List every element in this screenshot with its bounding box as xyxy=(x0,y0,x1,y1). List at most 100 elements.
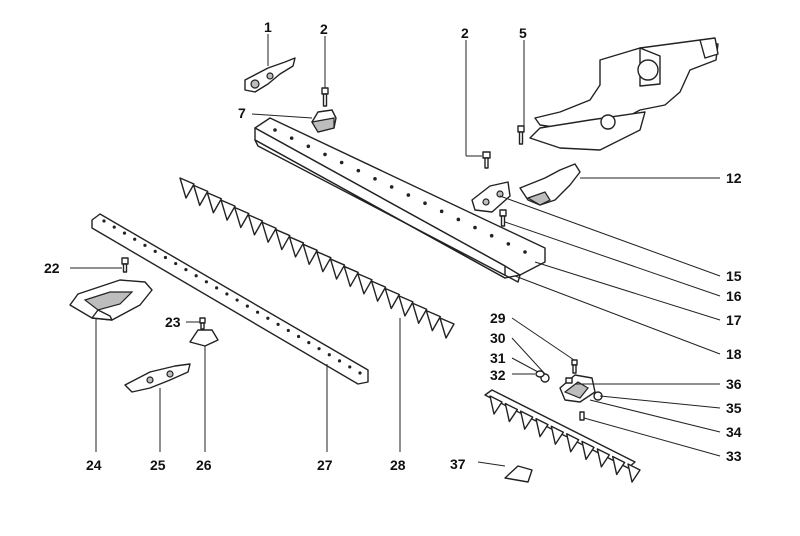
part-28-knife-sections xyxy=(179,177,455,339)
bar-hole xyxy=(339,160,344,165)
part-12-bracket xyxy=(519,163,581,206)
knife-tooth xyxy=(261,221,277,243)
knife-tooth xyxy=(411,302,428,324)
knife-back-hole xyxy=(358,371,362,375)
callout-34: 34 xyxy=(726,424,742,440)
part-26-section xyxy=(189,329,219,347)
knife-tooth xyxy=(357,273,373,295)
part-25-clip xyxy=(124,363,191,393)
bar-hole xyxy=(406,193,411,197)
drive-housing xyxy=(529,37,719,151)
knife-tooth xyxy=(439,317,455,339)
knife-back-hole xyxy=(266,316,270,320)
bar-hole xyxy=(489,233,494,238)
callout-32: 32 xyxy=(490,367,506,383)
callout-16: 16 xyxy=(726,288,742,304)
knife-back-hole xyxy=(102,219,106,223)
callout-1: 1 xyxy=(264,19,272,35)
callout-28: 28 xyxy=(390,457,406,473)
knife-back-hole xyxy=(122,231,127,235)
part-37-knife xyxy=(484,389,641,483)
callout-12: 12 xyxy=(726,170,742,186)
head-plate xyxy=(471,181,511,227)
knife-37-tooth xyxy=(535,417,549,438)
knife-back-hole xyxy=(163,255,168,260)
knife-back-hole xyxy=(143,243,147,247)
knife-back-hole xyxy=(153,249,157,253)
bar-hole xyxy=(473,225,477,230)
knife-back-hole xyxy=(204,280,208,284)
callout-24: 24 xyxy=(86,457,102,473)
knife-tooth xyxy=(179,177,195,199)
knife-tooth xyxy=(220,199,236,221)
callout-2-right: 2 xyxy=(461,25,469,41)
knife-back-hole xyxy=(215,286,219,290)
knife-37-tooth xyxy=(504,402,519,423)
part-2-bolt-left xyxy=(321,87,329,107)
callout-27: 27 xyxy=(317,457,333,473)
knife-tooth xyxy=(425,309,442,332)
knife-37-tooth xyxy=(581,440,595,461)
callout-33: 33 xyxy=(726,448,742,464)
part-2-bolt-right xyxy=(482,151,491,169)
cutter-bar xyxy=(254,117,546,283)
knife-back-hole xyxy=(286,328,290,333)
knife-back-hole xyxy=(112,225,116,229)
callout-37: 37 xyxy=(450,456,466,472)
knife-37-tooth xyxy=(627,463,641,483)
knife-back-hole xyxy=(296,334,301,339)
callout-23: 23 xyxy=(165,314,181,330)
part-7-block xyxy=(311,109,337,133)
bar-hole xyxy=(523,250,527,254)
knife-back-hole xyxy=(317,347,321,351)
bar-hole xyxy=(273,128,277,132)
callout-31: 31 xyxy=(490,350,506,366)
bar-hole xyxy=(439,209,444,214)
bar-hole xyxy=(323,152,327,157)
knife-tooth xyxy=(343,265,359,288)
knife-back-hole xyxy=(245,304,249,308)
knife-back-hole xyxy=(194,274,198,278)
callout-7: 7 xyxy=(238,105,246,121)
bar-hole xyxy=(389,185,394,189)
knife-tooth xyxy=(316,250,332,273)
bar-hole xyxy=(456,217,461,222)
cutter-bar-holes xyxy=(273,128,527,254)
knife-37-tooth xyxy=(596,448,611,468)
knife-tooth xyxy=(384,287,400,310)
callout-5: 5 xyxy=(519,25,527,41)
callout-17: 17 xyxy=(726,312,742,328)
bar-hole xyxy=(373,177,377,181)
part-5-bolt xyxy=(517,125,525,145)
knife-back-hole xyxy=(256,310,260,314)
callout-30: 30 xyxy=(490,330,506,346)
knife-tooth xyxy=(247,214,264,236)
knife-tooth xyxy=(275,228,291,251)
knife-back-hole xyxy=(348,365,352,369)
part-27-knife-back xyxy=(91,213,369,385)
knife-back-hole xyxy=(276,322,280,326)
knife-back-hole xyxy=(307,341,311,345)
callout-36: 36 xyxy=(726,376,742,392)
leader-lines xyxy=(70,34,721,467)
knife-37-tooth xyxy=(519,410,534,430)
part-23-rivet xyxy=(199,317,206,330)
callout-26: 26 xyxy=(196,457,212,473)
knife-37-tooth xyxy=(550,425,565,445)
knife-37-teeth xyxy=(489,395,641,483)
knife-back-hole xyxy=(174,261,178,266)
callout-22: 22 xyxy=(44,260,60,276)
knife-28-teeth xyxy=(179,177,455,339)
part-22-bolt xyxy=(121,257,129,273)
knife-head-assembly xyxy=(535,359,603,421)
knife-tooth xyxy=(370,280,387,302)
callout-labels: 1 2 7 2 5 12 15 16 17 18 22 23 24 25 26 … xyxy=(44,19,742,473)
knife-37-tooth xyxy=(611,455,626,476)
knife-tooth xyxy=(302,243,318,266)
bar-hole xyxy=(306,144,311,149)
callout-25: 25 xyxy=(150,457,166,473)
callout-15: 15 xyxy=(726,268,742,284)
knife-back-hole xyxy=(235,298,239,302)
knife-tooth xyxy=(329,258,346,280)
